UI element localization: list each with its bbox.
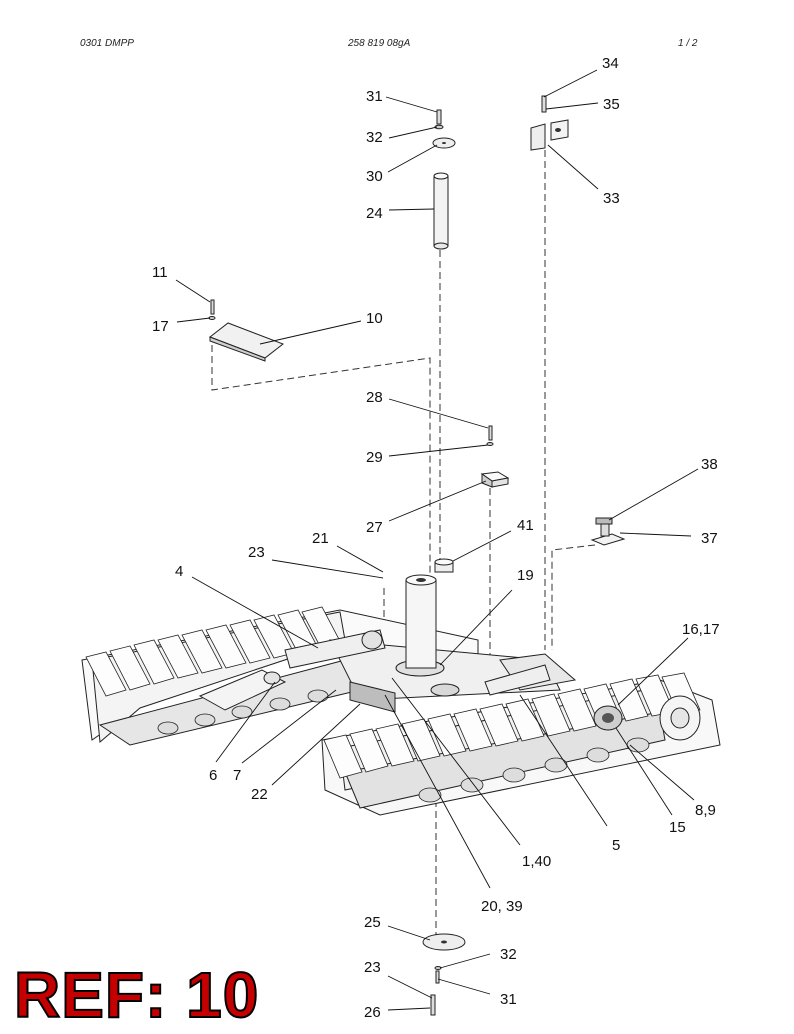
callout-23-bottom: 23 — [364, 959, 381, 976]
callout-28: 28 — [366, 389, 383, 406]
callout-35: 35 — [603, 96, 620, 113]
callout-37: 37 — [701, 530, 718, 547]
bushing-41 — [434, 558, 454, 573]
callout-15: 15 — [669, 819, 686, 836]
callout-32-top: 32 — [366, 129, 383, 146]
callout-5: 5 — [612, 837, 620, 854]
callout-8-9: 8,9 — [695, 802, 716, 819]
callout-7: 7 — [233, 767, 241, 784]
callout-17: 17 — [152, 318, 169, 335]
callout-25: 25 — [364, 914, 381, 931]
bolt-31-top — [436, 109, 442, 125]
block-27 — [480, 471, 510, 488]
callout-38: 38 — [701, 456, 718, 473]
callout-26: 26 — [364, 1004, 381, 1021]
bolt-31-bottom — [435, 970, 440, 984]
callout-41: 41 — [517, 517, 534, 534]
callout-4: 4 — [175, 563, 183, 580]
callout-34: 34 — [602, 55, 619, 72]
callout-32-bottom: 32 — [500, 946, 517, 963]
cover-plate-10 — [208, 322, 285, 362]
undercarriage-frame — [81, 574, 721, 816]
pin-24 — [433, 172, 449, 250]
callout-10: 10 — [366, 310, 383, 327]
assembly-axis-lines — [211, 150, 596, 935]
bolt-34 — [541, 95, 547, 113]
callout-numbers: 31 32 30 24 34 35 33 11 17 10 28 29 27 3… — [152, 55, 720, 1021]
callout-11: 11 — [152, 264, 168, 281]
pillar-19 — [395, 574, 445, 677]
callout-30: 30 — [366, 168, 383, 185]
plate-30 — [432, 137, 456, 149]
callout-16-17: 16,17 — [682, 621, 720, 638]
bolt-11 — [210, 299, 215, 315]
document-code: 0301 DMPP — [80, 38, 134, 49]
callout-31-top: 31 — [366, 88, 383, 105]
callout-33: 33 — [603, 190, 620, 207]
reference-stamp: REF: 10 — [13, 959, 260, 1031]
callout-6: 6 — [209, 767, 217, 784]
leader-lines — [175, 69, 699, 1011]
switch-assembly-37-38 — [590, 517, 626, 546]
plate-25 — [422, 933, 466, 951]
bolt-26 — [430, 994, 436, 1016]
drive-motor-15 — [593, 705, 623, 731]
page-number: 1 / 2 — [678, 38, 698, 49]
callout-22: 22 — [251, 786, 268, 803]
callout-1-40: 1,40 — [522, 853, 551, 870]
callout-23-top: 23 — [248, 544, 265, 561]
callout-31-bottom: 31 — [500, 991, 517, 1008]
callout-19: 19 — [517, 567, 534, 584]
callout-20-39: 20, 39 — [481, 898, 523, 915]
callout-24: 24 — [366, 205, 383, 222]
part-number: 258 819 08gA — [348, 38, 411, 49]
callout-29: 29 — [366, 449, 383, 466]
callout-27: 27 — [366, 519, 383, 536]
idler-wheel — [659, 695, 701, 741]
callout-21: 21 — [312, 530, 329, 547]
washer-29 — [486, 442, 494, 446]
bolt-28 — [488, 425, 493, 441]
bracket-33 — [530, 119, 569, 151]
